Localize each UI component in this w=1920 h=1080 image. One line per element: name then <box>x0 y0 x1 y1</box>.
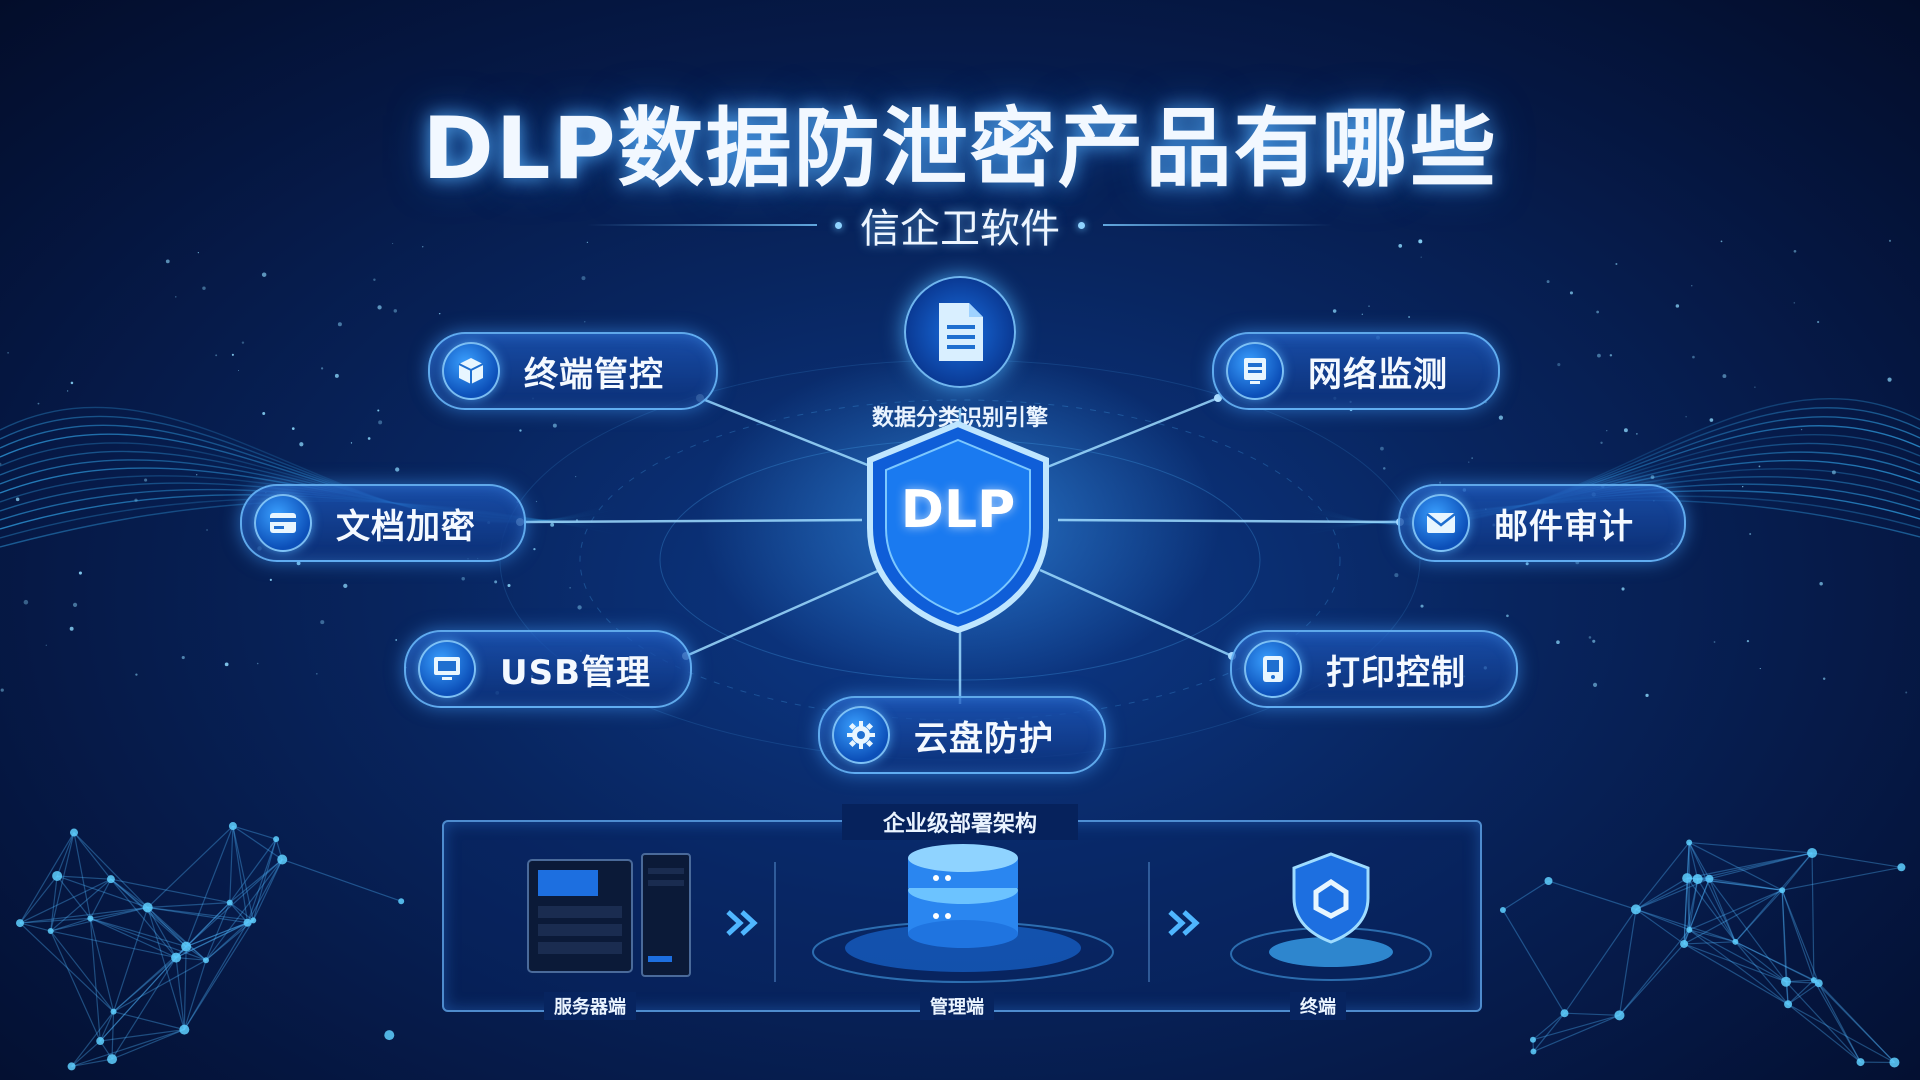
module-cloud-protection[interactable]: 云盘防护 <box>818 696 1106 774</box>
arrow-icon <box>726 910 758 936</box>
deployment-panel <box>442 820 1482 1012</box>
module-usb-management[interactable]: USB管理 <box>404 630 692 708</box>
classification-engine: 数据分类识别引擎 <box>818 276 1102 432</box>
device-icon <box>1244 640 1302 698</box>
module-mail-audit[interactable]: 邮件审计 <box>1398 484 1686 562</box>
database-icon <box>812 844 1114 983</box>
server-icon <box>527 853 691 977</box>
module-label: 邮件审计 <box>1494 506 1634 547</box>
module-network-monitoring[interactable]: 网络监测 <box>1212 332 1500 410</box>
screen-icon <box>1226 342 1284 400</box>
dlp-shield: DLP <box>858 418 1058 636</box>
module-label: 网络监测 <box>1308 354 1448 395</box>
dlp-label: DLP <box>900 480 1016 540</box>
module-document-encryption[interactable]: 文档加密 <box>240 484 526 562</box>
module-label: USB管理 <box>500 652 652 693</box>
page-title: DLP数据防泄密产品有哪些 <box>422 99 1498 199</box>
node-label-management: 管理端 <box>920 992 994 1020</box>
module-print-control[interactable]: 打印控制 <box>1230 630 1518 708</box>
node-label-server: 服务器端 <box>544 992 636 1020</box>
monitor-icon <box>418 640 476 698</box>
arrow-icon <box>1168 910 1200 936</box>
subtitle-row: 信企卫软件 <box>0 196 1920 254</box>
mail-icon <box>1412 494 1470 552</box>
module-label: 打印控制 <box>1326 652 1466 693</box>
subtitle: 信企卫软件 <box>860 206 1060 252</box>
deployment-title: 企业级部署架构 <box>842 804 1078 840</box>
module-label: 文档加密 <box>336 506 476 547</box>
cube-icon <box>442 342 500 400</box>
shield-icon <box>867 420 1049 634</box>
node-label-terminal: 终端 <box>1290 992 1346 1020</box>
module-label: 云盘防护 <box>914 718 1054 759</box>
card-icon <box>254 494 312 552</box>
document-icon <box>904 276 1016 388</box>
module-label: 终端管控 <box>524 354 664 395</box>
terminal-shield-icon <box>1230 852 1432 981</box>
gear-icon <box>832 706 890 764</box>
module-terminal-control[interactable]: 终端管控 <box>428 332 718 410</box>
network-mesh <box>0 239 1908 1071</box>
